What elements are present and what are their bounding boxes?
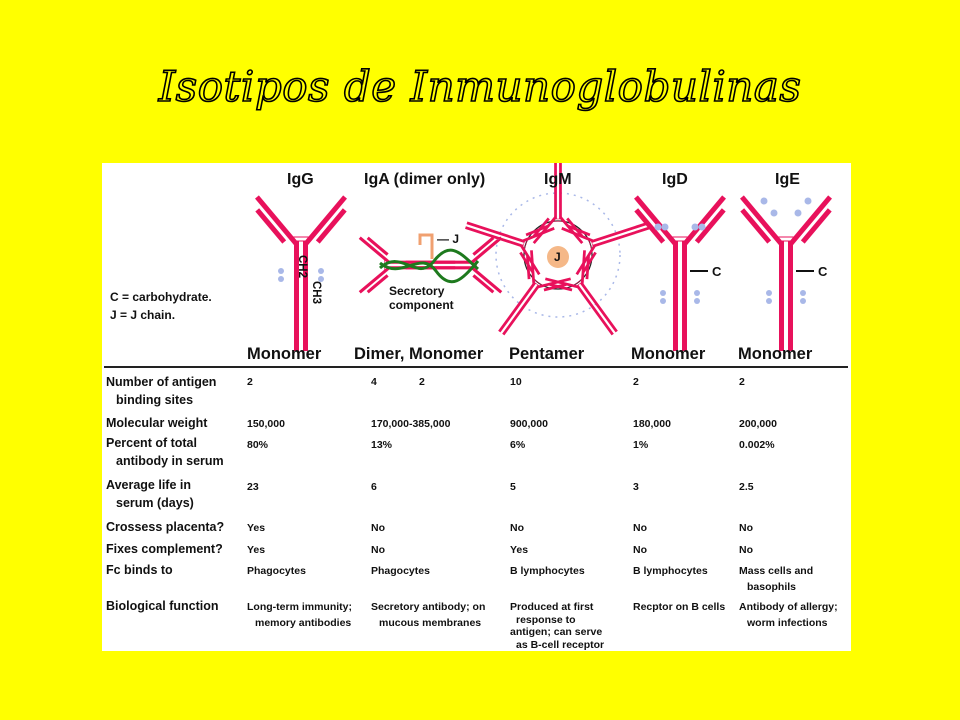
- iga-dimer-diagram: [358, 232, 503, 298]
- isotype-header-ige: IgE: [775, 171, 800, 188]
- cell-igg-life: 23: [247, 481, 259, 493]
- form-igg: Monomer: [247, 345, 322, 363]
- cell-iga-placenta: No: [371, 522, 385, 534]
- form-igd: Monomer: [631, 345, 706, 363]
- row-label-percent: Percent of total antibody in serum: [106, 436, 224, 468]
- cell-iga-life: 6: [371, 481, 377, 493]
- ch3-label: CH3: [310, 281, 322, 305]
- cell-igg-function: Long-term immunity; memory antibodies: [247, 601, 352, 629]
- cell-ige-life: 2.5: [739, 481, 754, 493]
- cell-igd-binding: 2: [633, 376, 639, 388]
- cell-iga-function: Secretory antibody; on mucous membranes: [371, 601, 486, 629]
- igd-carbohydrate-label: C: [712, 264, 722, 279]
- legend: C = carbohydrate. J = J chain.: [110, 288, 212, 324]
- cell-igg-complement: Yes: [247, 544, 266, 556]
- isotype-header-iga: IgA (dimer only): [364, 171, 486, 188]
- cell-igg-mw: 150,000: [247, 418, 285, 430]
- cell-iga-mw: 170,000-385,000: [371, 418, 451, 430]
- cell-igd-complement: No: [633, 544, 647, 556]
- cell-igd-function: Recptor on B cells: [633, 601, 726, 613]
- cell-igm-mw: 900,000: [510, 418, 548, 430]
- row-label-average-life: Average life in serum (days): [106, 478, 194, 510]
- component-label: component: [389, 298, 454, 312]
- igm-pentamer-diagram: [457, 163, 659, 351]
- row-label-fc-binds: Fc binds to: [106, 563, 173, 577]
- cell-ige-complement: No: [739, 544, 753, 556]
- cell-ige-fc: Mass cells and basophils: [739, 565, 814, 593]
- form-igm: Pentamer: [509, 345, 585, 363]
- isotype-table-figure: IgG IgA (dimer only) IgM IgD IgE CH2 CH3…: [102, 163, 851, 651]
- row-label-complement: Fixes complement?: [106, 542, 223, 556]
- cell-igm-placenta: No: [510, 522, 524, 534]
- cell-iga-fc: Phagocytes: [371, 565, 430, 577]
- cell-igm-life: 5: [510, 481, 516, 493]
- form-iga: Dimer, Monomer: [354, 345, 484, 363]
- cell-igm-complement: Yes: [510, 544, 529, 556]
- cell-igg-binding: 2: [247, 376, 253, 388]
- jchain-label: — J: [437, 232, 460, 246]
- row-label-binding-sites: Number of antigen binding sites: [106, 375, 217, 407]
- cell-igm-function: Produced at first response to antigen; c…: [510, 601, 605, 651]
- igm-j-label: J: [554, 250, 561, 264]
- secretory-label: Secretory: [389, 284, 445, 298]
- cell-igd-life: 3: [633, 481, 639, 493]
- cell-ige-mw: 200,000: [739, 418, 777, 430]
- legend-jchain: J = J chain.: [110, 308, 176, 322]
- isotype-header-igg: IgG: [287, 171, 314, 188]
- cell-igg-percent: 80%: [247, 439, 269, 451]
- ch2-label: CH2: [296, 255, 308, 279]
- cell-ige-binding: 2: [739, 376, 745, 388]
- cell-igg-placenta: Yes: [247, 522, 266, 534]
- ige-carbohydrate-label: C: [818, 264, 828, 279]
- slide-title: Isotipos de Inmunoglobulinas: [158, 61, 802, 112]
- cell-ige-placenta: No: [739, 522, 753, 534]
- cell-igd-fc: B lymphocytes: [633, 565, 708, 577]
- row-label-molecular-weight: Molecular weight: [106, 416, 208, 430]
- cell-iga-percent: 13%: [371, 439, 393, 451]
- ige-monomer-diagram: [733, 194, 839, 352]
- antibody-diagrams: [248, 163, 839, 352]
- cell-ige-percent: 0.002%: [739, 439, 775, 451]
- cell-igm-binding: 10: [510, 376, 522, 388]
- cell-iga-complement: No: [371, 544, 385, 556]
- igd-monomer-diagram: [627, 194, 733, 352]
- header-divider: [104, 366, 848, 368]
- cell-iga-binding-monomer: 2: [419, 376, 425, 388]
- cell-igm-percent: 6%: [510, 439, 526, 451]
- igg-monomer-diagram: [248, 194, 354, 352]
- cell-igm-fc: B lymphocytes: [510, 565, 585, 577]
- cell-ige-function: Antibody of allergy; worm infections: [739, 601, 838, 629]
- cell-igd-percent: 1%: [633, 439, 649, 451]
- cell-iga-binding: 4: [371, 376, 377, 388]
- isotype-header-igd: IgD: [662, 171, 688, 188]
- cell-igd-mw: 180,000: [633, 418, 671, 430]
- form-ige: Monomer: [738, 345, 813, 363]
- cell-igd-placenta: No: [633, 522, 647, 534]
- row-label-biological-function: Biological function: [106, 599, 219, 613]
- legend-carbohydrate: C = carbohydrate.: [110, 290, 212, 304]
- row-label-placenta: Crossess placenta?: [106, 520, 225, 534]
- isotype-header-igm: IgM: [544, 171, 572, 188]
- cell-igg-fc: Phagocytes: [247, 565, 306, 577]
